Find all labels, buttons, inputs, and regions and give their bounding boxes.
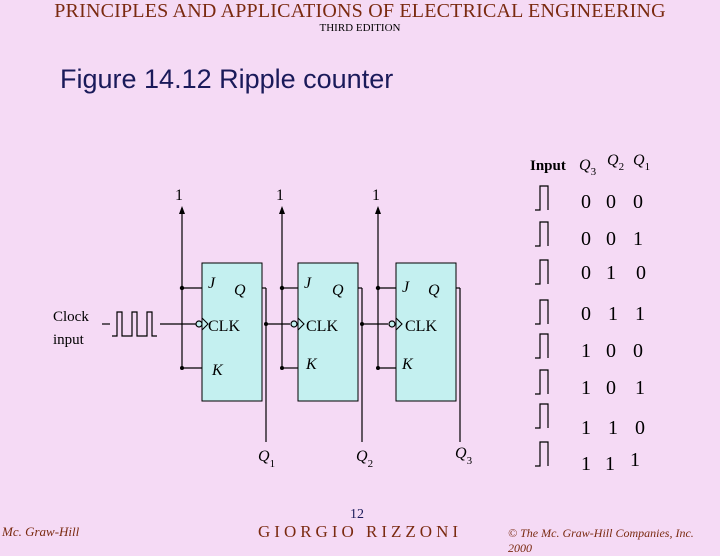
svg-text:0: 0: [606, 191, 616, 213]
q2-column-header: Q2: [607, 152, 624, 173]
pulse-icon: [535, 259, 549, 285]
ripple-counter-diagram: Clock input 1 1 1 J Q CLK K J Q CLK K J …: [53, 152, 650, 475]
pulse-icon: [535, 369, 549, 395]
table-row: 0 1 0: [581, 262, 646, 284]
ff2-j-pin: J: [304, 275, 312, 292]
ff1-j-pin: J: [208, 275, 216, 292]
table-row: 1 1 0: [581, 417, 645, 439]
junction-dots: [179, 285, 381, 370]
book-title: PRINCIPLES AND APPLICATIONS OF ELECTRICA…: [54, 0, 666, 22]
ff2-q-pin: Q: [332, 282, 344, 299]
svg-text:1: 1: [608, 303, 618, 325]
pulse-icon: [535, 185, 549, 211]
ff2-k-pin: K: [305, 356, 318, 373]
svg-text:1: 1: [606, 262, 616, 284]
high-label-2: 1: [276, 187, 284, 204]
ff3-clk-pin: CLK: [405, 318, 437, 335]
flipflop-1: [201, 262, 263, 402]
ff2-clk-pin: CLK: [306, 318, 338, 335]
pulse-icon: [535, 221, 549, 247]
svg-text:1: 1: [581, 340, 591, 362]
q1-column-header: Q1: [633, 152, 650, 173]
svg-text:0: 0: [581, 303, 591, 325]
ff1-q-pin: Q: [234, 282, 246, 299]
svg-text:0: 0: [606, 377, 616, 399]
pulse-icon: [535, 333, 549, 359]
svg-text:1: 1: [608, 417, 618, 439]
figure-title: Figure 14.12 Ripple counter: [60, 64, 394, 94]
book-edition: THIRD EDITION: [319, 22, 401, 34]
flipflop-3: [395, 262, 457, 402]
output-label-q3: Q3: [455, 445, 473, 467]
high-label-1: 1: [175, 187, 183, 204]
copyright-notice: © The Mc. Graw-Hill Companies, Inc. 2000: [508, 526, 694, 555]
table-row: 0 0 1: [581, 228, 643, 250]
input-pulse-icons: [535, 185, 549, 467]
table-row: 1 1 1: [581, 449, 640, 475]
svg-text:0: 0: [635, 417, 645, 439]
clock-edge-marks: [201, 317, 403, 331]
output-label-q2: Q2: [356, 448, 373, 470]
clock-label: Clock: [53, 309, 89, 325]
svg-text:0: 0: [606, 340, 616, 362]
author-name: GIORGIO RIZZONI: [258, 522, 463, 541]
input-column-header: Input: [530, 158, 566, 174]
tie-high-arrows: [179, 206, 381, 214]
table-row: 1 0 1: [581, 377, 645, 399]
svg-text:0: 0: [606, 228, 616, 250]
high-label-3: 1: [372, 187, 380, 204]
svg-text:0: 0: [633, 191, 643, 213]
svg-text:1: 1: [633, 228, 643, 250]
pulse-icon: [535, 403, 549, 429]
page-number: 12: [350, 507, 364, 522]
publisher-logo-text: Mc. Graw-Hill: [2, 524, 80, 539]
input-label: input: [53, 332, 85, 348]
table-row: 0 0 0: [581, 191, 643, 213]
ff3-k-pin: K: [401, 356, 414, 373]
pulse-icon: [535, 441, 549, 467]
clock-inversion-bubbles: [195, 320, 396, 328]
svg-text:1: 1: [635, 303, 645, 325]
clock-pulse-train: [111, 311, 158, 337]
svg-text:1: 1: [605, 453, 615, 475]
ff3-q-pin: Q: [428, 282, 440, 299]
svg-text:0: 0: [636, 262, 646, 284]
flipflop-2: [297, 262, 359, 402]
q3-column-header: Q3: [579, 157, 597, 178]
truth-table-rows: 0 0 0 0 0 1 0 1 0 0 1 1 1 0 0 1 0 1: [581, 191, 646, 475]
q-junctions: [264, 322, 364, 326]
table-row: 1 0 0: [581, 340, 643, 362]
table-row: 0 1 1: [581, 303, 645, 325]
svg-text:0: 0: [581, 262, 591, 284]
pulse-icon: [535, 299, 549, 325]
ff3-j-pin: J: [402, 279, 410, 296]
svg-text:0: 0: [581, 228, 591, 250]
svg-text:0: 0: [633, 340, 643, 362]
svg-text:1: 1: [635, 377, 645, 399]
truth-table-header: Input Q3 Q2 Q1: [530, 152, 650, 178]
ff1-clk-pin: CLK: [208, 318, 240, 335]
svg-text:1: 1: [581, 417, 591, 439]
clock-wiring: [102, 287, 461, 442]
svg-text:0: 0: [581, 191, 591, 213]
svg-text:1: 1: [581, 453, 591, 475]
ff1-k-pin: K: [211, 362, 224, 379]
svg-text:1: 1: [581, 377, 591, 399]
svg-text:1: 1: [630, 449, 640, 471]
output-label-q1: Q1: [258, 448, 275, 470]
